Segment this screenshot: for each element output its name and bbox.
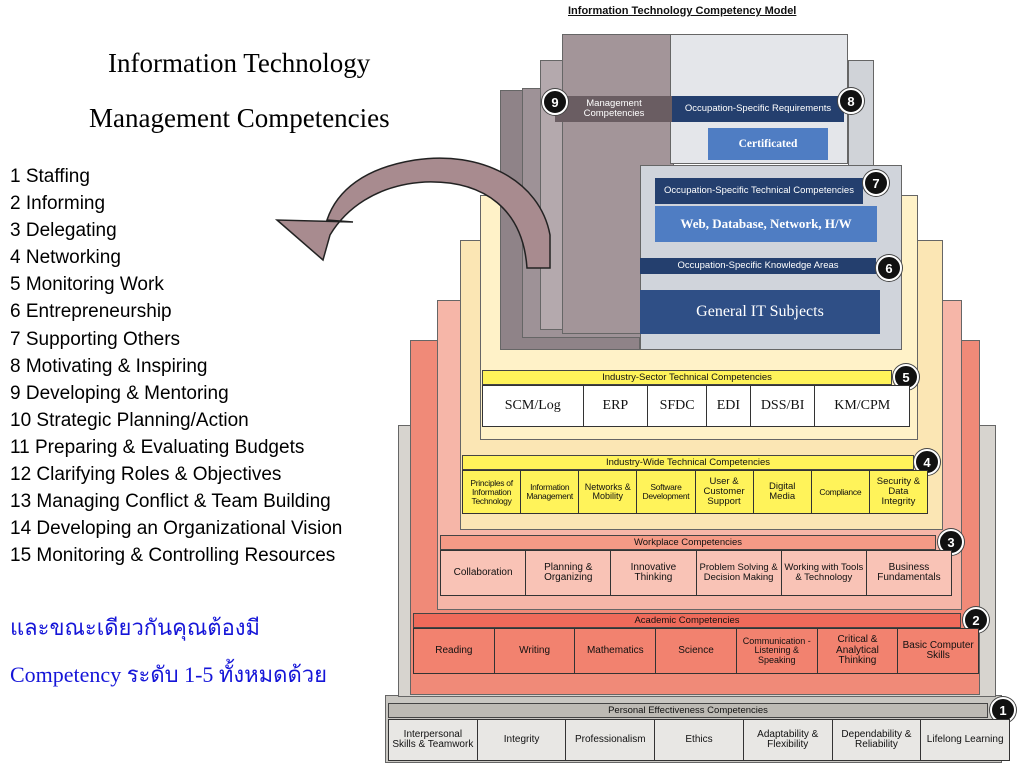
general-it-box: General IT Subjects [640, 290, 880, 334]
tier-2-cells: Reading Writing Mathematics Science Comm… [413, 628, 979, 674]
tier-4-cell: Principles of Information Technology [463, 471, 522, 513]
tier-1-cell: Lifelong Learning [926, 733, 1004, 745]
tier-4-cell: User & Customer Support [696, 471, 754, 513]
list-item: 2 Informing [10, 193, 106, 215]
tier-4-label: Industry-Wide Technical Competencies [462, 455, 914, 470]
list-item: 3 Delegating [10, 220, 117, 242]
tier-5-cell: SFDC [648, 386, 707, 426]
tier-8-label: Occupation-Specific Requirements [672, 96, 844, 122]
tier-5-cell: DSS/BI [751, 386, 816, 426]
heading-line2: Management Competencies [89, 103, 390, 133]
tier-6-label: Occupation-Specific Knowledge Areas [640, 258, 876, 274]
tier-8-badge: 8 [838, 88, 864, 114]
tier-3-cell: Problem Solving & Decision Making [697, 551, 782, 595]
tier-2-label: Academic Competencies [413, 613, 961, 628]
tier-5-cell: ERP [584, 386, 649, 426]
tier-3-cell: Business Fundamentals [877, 561, 941, 583]
model-title: Information Technology Competency Model [568, 5, 797, 17]
list-item: 4 Networking [10, 247, 121, 269]
tier-1-cells: Interpersonal Skills & Teamwork Integrit… [388, 719, 1010, 761]
curved-arrow-icon [274, 157, 551, 269]
tier-2-cell: Writing [495, 629, 576, 673]
tier-1-badge: 1 [990, 697, 1016, 723]
tier-3-cells: Collaboration Planning & Organizing Inno… [440, 550, 952, 596]
tier-1-label: Personal Effectiveness Competencies [388, 703, 988, 718]
tier-8-side [848, 60, 874, 170]
list-item: 14 Developing an Organizational Vision [10, 518, 343, 540]
tier-5-cell: EDI [707, 386, 751, 426]
tier-6-badge: 6 [876, 255, 902, 281]
tier-1-cell: Adaptability & Flexibility [744, 720, 833, 760]
tier-4-cell: Digital Media [754, 471, 812, 513]
list-item: 15 Monitoring & Controlling Resources [10, 545, 336, 567]
competency-list: 1 Staffing 2 Informing 3 Delegating 4 Ne… [10, 163, 410, 569]
tier-3-cell: Collaboration [441, 551, 527, 595]
tier-7-label: Occupation-Specific Technical Competenci… [655, 178, 863, 204]
tier-3-cell: Innovative Thinking [611, 551, 697, 595]
list-item: 7 Supporting Others [10, 328, 181, 350]
tier-1-cell: Dependability & Reliability [833, 720, 922, 760]
tier-5-cell: SCM/Log [483, 386, 584, 426]
tier-2-cell: Science [656, 629, 737, 673]
tier-2-cell: Critical & Analytical Thinking [818, 629, 899, 673]
tier-4-cell: Information Management [521, 471, 580, 513]
certificated-box: Certificated [708, 128, 828, 160]
tier-5-cell: KM/CPM [834, 397, 891, 413]
list-item: 1 Staffing [10, 166, 90, 187]
list-item: 9 Developing & Mentoring [10, 382, 229, 404]
tier-3-cell: Planning & Organizing [526, 551, 612, 595]
tier-7-badge: 7 [863, 170, 889, 196]
tier-3-cell: Working with Tools & Technology [782, 551, 867, 595]
tier-4-cell: Networks & Mobility [579, 471, 638, 513]
tier-2-cell: Reading [414, 629, 495, 673]
list-item: 12 Clarifying Roles & Objectives [10, 464, 282, 486]
tier-1-cell: Integrity [478, 720, 567, 760]
tier-5-label: Industry-Sector Technical Competencies [482, 370, 892, 385]
tier-2-cell: Basic Computer Skills [902, 639, 974, 661]
tier-2-cell: Communication - Listening & Speaking [737, 629, 818, 673]
tier-4-cells: Principles of Information Technology Inf… [462, 470, 928, 514]
list-item: 10 Strategic Planning/Action [10, 409, 249, 431]
thai-note-line2: Competency ระดับ 1-5 ทั้งหมดด้วย [10, 662, 327, 687]
tier-4-cell: Security & Data Integrity [876, 476, 921, 507]
heading-line1: Information Technology [108, 48, 371, 78]
list-item: 13 Managing Conflict & Team Building [10, 491, 331, 513]
tier-4-cell: Software Development [637, 471, 696, 513]
list-item: 8 Motivating & Inspiring [10, 355, 208, 377]
tier-5-cells: SCM/Log ERP SFDC EDI DSS/BI KM/CPM [482, 385, 910, 427]
list-item: 11 Preparing & Evaluating Budgets [10, 436, 305, 458]
list-item: 5 Monitoring Work [10, 274, 164, 296]
tier-1-cell: Professionalism [566, 720, 656, 760]
tier-1-cell: Ethics [655, 720, 744, 760]
tier-2-cell: Mathematics [575, 629, 657, 673]
tier-1-cell: Interpersonal Skills & Teamwork [389, 720, 478, 760]
tier-3-label: Workplace Competencies [440, 535, 936, 550]
thai-note-line1: และขณะเดียวกันคุณต้องมี [10, 615, 261, 640]
tier-9-label: Management Competencies [555, 96, 673, 122]
web-database-box: Web, Database, Network, H/W [655, 206, 877, 242]
tier-4-cell: Compliance [812, 471, 870, 513]
tier-9-badge: 9 [542, 89, 568, 115]
list-item: 6 Entrepreneurship [10, 301, 172, 323]
